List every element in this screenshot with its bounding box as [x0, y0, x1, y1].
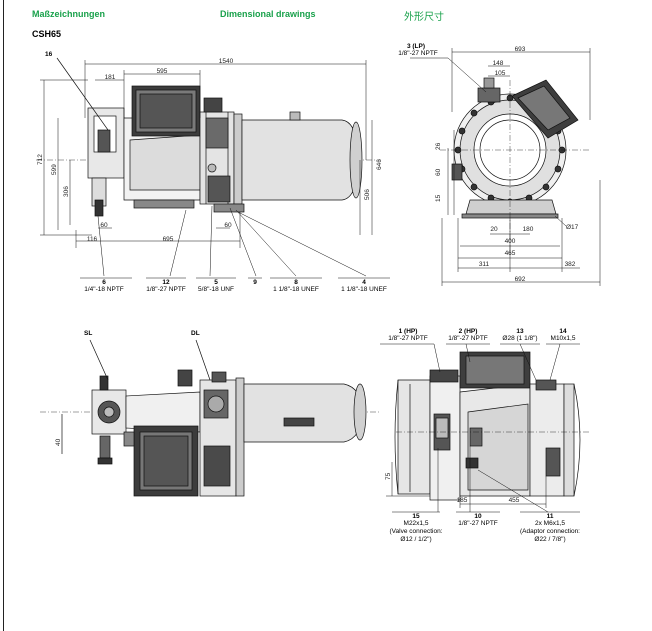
- side-view-dimensions: [40, 60, 390, 279]
- callout-14-num: 14: [559, 328, 567, 335]
- conn-5-num: 5: [214, 279, 218, 286]
- hp2-num: 2 (HP): [458, 328, 478, 335]
- dim-60-right: 60: [224, 222, 232, 229]
- dim-311: 311: [478, 261, 490, 268]
- hp2-spec: 1/8"-27 NPTF: [448, 335, 488, 342]
- callout-11-note1: (Adaptor connection:: [520, 528, 580, 535]
- dim-455: 455: [508, 497, 520, 504]
- conn-4-num: 4: [362, 279, 366, 286]
- conn-5-spec: 5/8"-18 UNF: [198, 286, 234, 293]
- dim-465: 465: [504, 250, 516, 257]
- dim-595: 595: [156, 68, 168, 75]
- callout-11-note2: Ø22 / 7/8"): [534, 536, 566, 543]
- side-view-compressor: [36, 57, 380, 217]
- dim-60-left: 60: [100, 222, 108, 229]
- callout-15-spec: M22x1,5: [403, 520, 429, 527]
- conn-12-num: 12: [162, 279, 170, 286]
- end-view-compressor: [440, 77, 590, 250]
- callout-15-num: 15: [412, 513, 420, 520]
- conn-9-num: 9: [253, 279, 257, 286]
- label-sl: SL: [84, 330, 93, 337]
- dim-599: 599: [51, 164, 58, 175]
- callout-14-spec: M10x1,5: [550, 335, 576, 342]
- dim-185: 185: [456, 497, 468, 504]
- callout-10-spec: 1/8"-27 NPTF: [458, 520, 498, 527]
- callout-15-note2: Ø12 / 1/2"): [400, 536, 432, 543]
- dim-646: 646: [376, 159, 383, 170]
- lp-num: 3 (LP): [406, 43, 426, 50]
- dim-695: 695: [162, 236, 174, 243]
- conn-6-num: 6: [102, 279, 106, 286]
- callout-11-spec: 2x M6x1,5: [535, 520, 565, 527]
- dim-382: 382: [564, 261, 576, 268]
- dim-506: 506: [364, 189, 371, 200]
- dim-60-end: 60: [435, 168, 442, 176]
- conn-8-num: 8: [294, 279, 298, 286]
- dim-693: 693: [514, 46, 526, 53]
- detail-view-compressor: [394, 351, 590, 501]
- callout-10-num: 10: [474, 513, 482, 520]
- page-border: [3, 0, 4, 631]
- dim-400: 400: [504, 238, 516, 245]
- dim-15: 15: [435, 194, 442, 202]
- dim-40: 40: [55, 438, 62, 446]
- label-dl: DL: [191, 330, 200, 337]
- dim-phi17: Ø17: [566, 224, 579, 231]
- conn-6-spec: 1/4"-18 NPTF: [84, 286, 124, 293]
- callout-16: 16: [45, 51, 53, 58]
- dim-1540: 1540: [218, 58, 234, 65]
- hp1-num: 1 (HP): [398, 328, 418, 335]
- lp-spec: 1/8"-27 NPTF: [398, 50, 438, 57]
- callout-13-num: 13: [516, 328, 524, 335]
- callout-13-spec: Ø28 (1 1/8"): [502, 335, 538, 342]
- dim-181: 181: [104, 74, 116, 81]
- model-name: CSH65: [32, 29, 62, 39]
- dim-180: 180: [522, 226, 534, 233]
- top-view-compressor: [40, 339, 380, 497]
- dim-148: 148: [492, 60, 504, 67]
- title-english: Dimensional drawings: [220, 9, 316, 19]
- dim-105: 105: [494, 70, 506, 77]
- title-german: Maßzeichnungen: [32, 9, 106, 19]
- dim-20: 20: [490, 226, 498, 233]
- dim-692: 692: [514, 276, 526, 283]
- callout-15-note1: (Valve connection:: [389, 528, 443, 535]
- dim-116: 116: [86, 236, 98, 243]
- title-chinese: 外形尺寸: [404, 12, 444, 23]
- conn-8-spec: 1 1/8"-18 UNEF: [273, 286, 319, 293]
- dim-306: 306: [63, 186, 70, 197]
- dim-26: 26: [435, 142, 442, 150]
- end-view-dimensions: [410, 48, 601, 286]
- callout-11-num: 11: [546, 513, 554, 520]
- dim-75: 75: [385, 472, 392, 480]
- conn-4-spec: 1 1/8"-18 UNEF: [341, 286, 387, 293]
- dim-712: 712: [37, 154, 44, 165]
- conn-12-spec: 1/8"-27 NPTF: [146, 286, 186, 293]
- detail-view-dimensions: [380, 343, 580, 513]
- hp1-spec: 1/8"-27 NPTF: [388, 335, 428, 342]
